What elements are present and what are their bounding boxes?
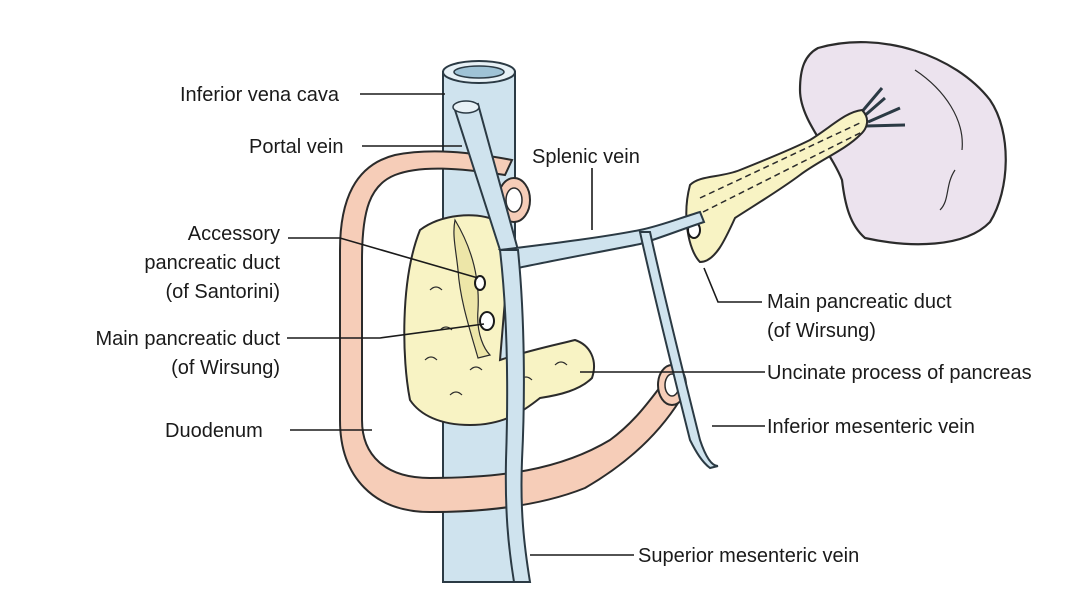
label-accessory-duct-line1: Accessory: [188, 223, 280, 245]
label-portal-vein: Portal vein: [249, 136, 344, 158]
leader-lines: [287, 93, 765, 556]
label-accessory-duct-line2: pancreatic duct: [144, 252, 280, 274]
label-inferior-mesenteric-vein: Inferior mesenteric vein: [767, 416, 975, 438]
label-main-duct-right-line2: (of Wirsung): [767, 320, 876, 342]
label-main-duct-left-line2: (of Wirsung): [171, 357, 280, 379]
spleen: [798, 41, 1007, 246]
label-main-duct-left-line1: Main pancreatic duct: [95, 328, 280, 350]
label-main-duct-right-line1: Main pancreatic duct: [767, 291, 952, 313]
label-duodenum: Duodenum: [165, 420, 263, 442]
label-splenic-vein: Splenic vein: [532, 146, 640, 168]
label-accessory-duct-line3: (of Santorini): [166, 281, 281, 303]
pancreas-head: [403, 214, 595, 427]
portal-venous-system: [452, 100, 719, 583]
pancreas-body-tail: [685, 108, 868, 264]
label-uncinate-process: Uncinate process of pancreas: [767, 362, 1032, 384]
label-inferior-vena-cava: Inferior vena cava: [180, 84, 340, 106]
label-superior-mesenteric-vein: Superior mesenteric vein: [638, 545, 859, 567]
